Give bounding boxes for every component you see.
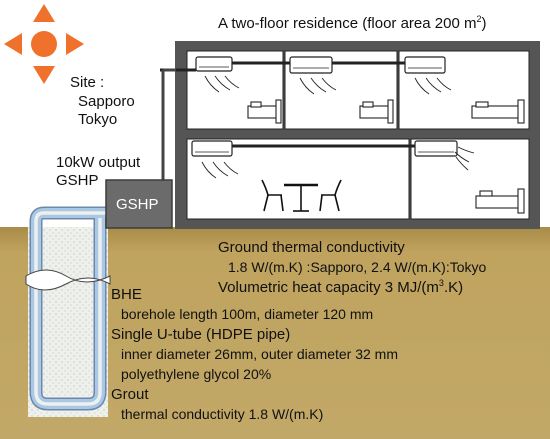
ac-unit-icon (414, 140, 458, 157)
ground-heat-capacity: Volumetric heat capacity 3 MJ/(m3.K) (218, 279, 463, 297)
house-title-sup: 2 (476, 14, 482, 24)
heat-capacity-sup: 3 (438, 278, 444, 288)
house-title-tail: ) (481, 15, 487, 32)
grout-heading: Grout (111, 386, 149, 403)
site-location-sapporo: Sapporo (78, 93, 135, 110)
house-title: A two-floor residence (floor area 200 m2… (218, 15, 486, 33)
ground-heading: Ground thermal conductivity (218, 239, 405, 256)
bed-icon (471, 99, 525, 124)
site-label: Site : (70, 74, 105, 91)
grout-conductivity: thermal conductivity 1.8 W/(m.K) (121, 406, 324, 422)
house-title-text: A two-floor residence (floor area 200 m (218, 15, 477, 32)
utube-fluid: polyethylene glycol 20% (121, 366, 272, 382)
bhe-heading: BHE (111, 286, 142, 303)
bed-icon (359, 99, 394, 124)
airflow-arrows-icon (201, 75, 475, 179)
ac-unit-icon (195, 56, 233, 72)
ac-unit-icon (404, 56, 446, 74)
gshp-unit (105, 179, 173, 229)
heat-capacity-prefix: Volumetric heat capacity 3 MJ/(m (218, 279, 439, 296)
room-lower-living (186, 138, 410, 220)
gshp-output-line2: GSHP (56, 172, 99, 189)
ground-conductivity: 1.8 W/(m.K) :Sapporo, 2.4 W/(m.K):Tokyo (228, 259, 487, 275)
length-break-mark (25, 269, 111, 291)
bhe-borehole: borehole length 100m, diameter 120 mm (121, 306, 374, 322)
gshp-output-line1: 10kW output (56, 154, 141, 171)
dining-table-icon (284, 183, 318, 212)
gshp-box-label: GSHP (116, 196, 159, 213)
bed-icon (475, 188, 525, 214)
chair-icon (261, 179, 284, 212)
site-location-tokyo: Tokyo (78, 111, 118, 128)
utube-diameters: inner diameter 26mm, outer diameter 32 m… (121, 346, 398, 362)
compass-icon (4, 4, 84, 84)
refrigerant-line (161, 68, 176, 181)
bed-icon (247, 99, 282, 124)
chair-icon (319, 179, 342, 212)
heat-capacity-suffix: .K) (443, 279, 464, 296)
ac-unit-icon (191, 140, 233, 157)
ac-unit-icon (289, 56, 333, 74)
utube-heading: Single U-tube (HDPE pipe) (111, 326, 291, 343)
